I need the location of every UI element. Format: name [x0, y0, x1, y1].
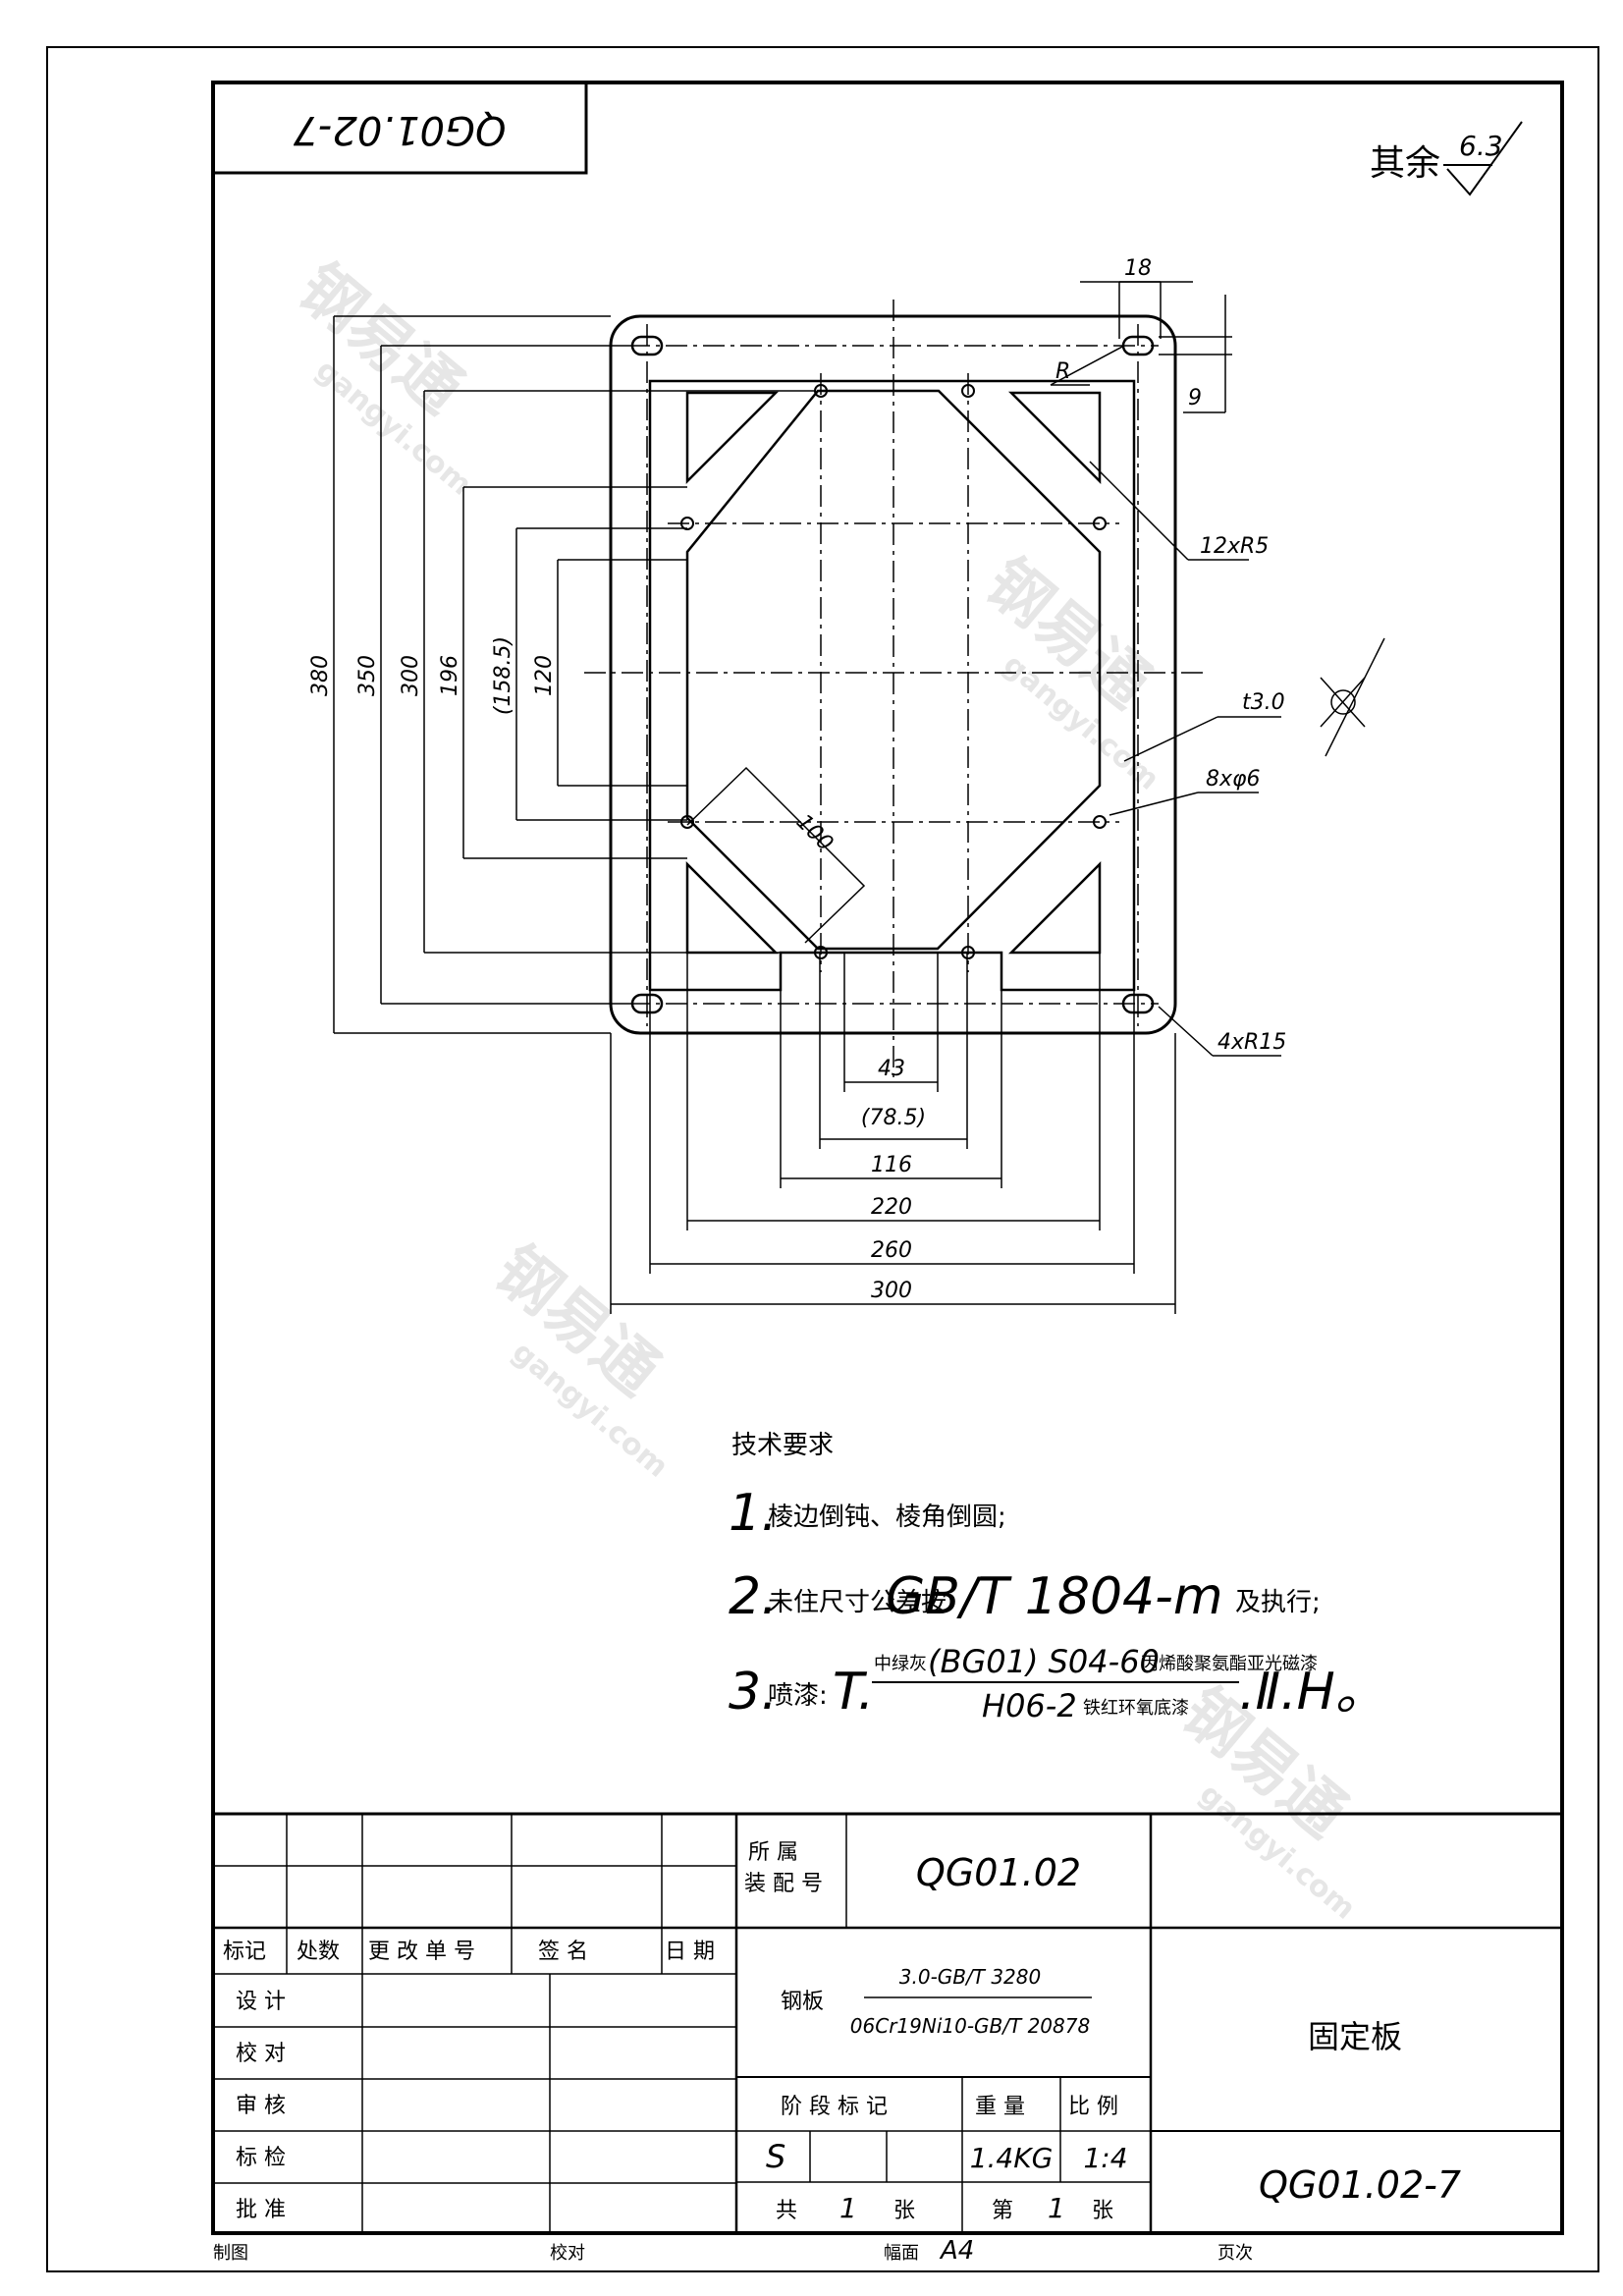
- sheet-suffix: 张: [1092, 2199, 1113, 2223]
- assembly-label-2: 装 配 号: [744, 1872, 823, 1896]
- stage-label: 阶 段 标 记: [781, 2095, 888, 2119]
- total-prefix: 共: [776, 2199, 797, 2223]
- cutout-bottom-left: [685, 860, 780, 955]
- dimension-labels: 18 R 9 12xR5 t3.0 8xφ6 4xR15 100 380 350…: [308, 256, 1286, 1303]
- tech-item3-bottom-code: H06-2: [982, 1687, 1077, 1724]
- footer-page: 页次: [1217, 2243, 1253, 2264]
- material-label: 钢板: [781, 1990, 824, 2014]
- weight-label: 重 量: [975, 2095, 1025, 2119]
- dim-100: 100: [791, 810, 838, 856]
- footer-drafter: 制图: [213, 2243, 248, 2264]
- footer: 制图 校对 幅面 A4 页次: [213, 2236, 1253, 2266]
- cutout-top-left: [685, 391, 780, 485]
- total-count: 1: [839, 2192, 857, 2224]
- dimensions: [333, 281, 1385, 1314]
- tech-item1-number: 1.: [729, 1484, 778, 1543]
- roughness-value: 6.3: [1459, 130, 1503, 162]
- dim-12xr5: 12xR5: [1200, 534, 1269, 559]
- tech-item3-top-paint: 丙烯酸聚氨酯亚光磁漆: [1141, 1654, 1318, 1674]
- cutout-bottom-right: [1007, 860, 1102, 955]
- tech-item3-number: 3.: [729, 1663, 778, 1722]
- mirrored-drawing-number: QG01.02-7: [293, 107, 506, 152]
- row-design: 设 计: [236, 1990, 286, 2014]
- tech-item3-bottom-paint: 铁红环氧底漆: [1083, 1698, 1189, 1719]
- header-count: 处数: [297, 1940, 340, 1964]
- part-name: 固定板: [1308, 2018, 1402, 2055]
- dim-8xphi6: 8xφ6: [1206, 767, 1261, 792]
- roughness-label: 其余: [1370, 143, 1440, 184]
- stage-value: S: [766, 2138, 785, 2175]
- footer-checker: 校对: [550, 2243, 585, 2264]
- weight-value: 1.4KG: [970, 2142, 1054, 2174]
- tech-item2-text-a: 未住尺寸公差按: [768, 1588, 947, 1617]
- watermark: 钢易通 gangyi.com 钢易通 gangyi.com 钢易通 gangyi…: [285, 251, 1362, 1927]
- roughness-symbol: [1443, 121, 1523, 196]
- dim-116: 116: [871, 1153, 912, 1177]
- dim-300-horizontal: 300: [871, 1279, 912, 1303]
- dim-78-5: (78.5): [861, 1106, 926, 1130]
- mirrored-number-box: QG01.02-7: [211, 81, 588, 175]
- tech-item2-standard: GB/T 1804-m: [886, 1567, 1223, 1626]
- dim-120: 120: [532, 655, 557, 696]
- title-block-text: 所 属 装 配 号 QG01.02 标记 处数 更 改 单 号 签 名 日 期 …: [223, 1840, 1461, 2224]
- cutout-top-right: [1007, 391, 1102, 485]
- dim-r: R: [1055, 359, 1070, 384]
- total-suffix: 张: [893, 2199, 915, 2223]
- dim-260: 260: [871, 1238, 912, 1263]
- inner-frame: [211, 81, 1564, 2235]
- tech-item3-top-code: (BG01) S04-60: [928, 1643, 1160, 1680]
- center-lines: [584, 300, 1208, 1080]
- dim-350: 350: [355, 655, 380, 696]
- tech-item3-t: T.: [833, 1663, 874, 1722]
- tech-item3-end: .Ⅱ.H。: [1239, 1663, 1386, 1722]
- scale-label: 比 例: [1068, 2095, 1118, 2119]
- tech-item3-top-color: 中绿灰: [874, 1654, 927, 1674]
- row-approve: 批 准: [236, 2198, 286, 2222]
- outer-frame: [46, 46, 1599, 2272]
- dim-300-vertical: 300: [399, 655, 423, 696]
- footer-format: A4: [939, 2236, 974, 2266]
- row-standard: 标 检: [236, 2146, 286, 2170]
- scale-value: 1:4: [1083, 2142, 1127, 2174]
- row-check: 校 对: [236, 2042, 286, 2066]
- sheet-number: 1: [1048, 2192, 1065, 2224]
- header-sign: 签 名: [538, 1940, 588, 1964]
- drawing-number: QG01.02-7: [1259, 2163, 1461, 2207]
- material-top: 3.0-GB/T 3280: [899, 1965, 1041, 1989]
- dim-18: 18: [1124, 256, 1152, 281]
- dim-4xr15: 4xR15: [1217, 1030, 1286, 1055]
- dim-196: 196: [438, 655, 462, 696]
- assembly-label-1: 所 属: [748, 1840, 798, 1865]
- header-change-number: 更 改 单 号: [368, 1940, 475, 1964]
- header-date: 日 期: [665, 1940, 715, 1964]
- dim-thickness: t3.0: [1242, 690, 1285, 715]
- header-mark: 标记: [223, 1940, 266, 1964]
- octagon-contour: [685, 389, 1102, 951]
- row-review: 审 核: [236, 2094, 286, 2118]
- tech-item1-text: 棱边倒钝、棱角倒圆;: [768, 1503, 1006, 1532]
- sheet-prefix: 第: [992, 2199, 1013, 2223]
- assembly-number: QG01.02: [916, 1851, 1081, 1894]
- tech-item3-label: 喷漆:: [768, 1681, 828, 1711]
- tech-item2-text-c: 及执行;: [1235, 1588, 1321, 1617]
- dim-220: 220: [871, 1195, 912, 1220]
- dim-43: 43: [878, 1057, 905, 1081]
- material-bottom: 06Cr19Ni10-GB/T 20878: [850, 2014, 1090, 2038]
- surface-roughness: 其余 6.3: [1370, 121, 1523, 196]
- tech-item2-number: 2.: [729, 1567, 778, 1626]
- technical-requirements: 技术要求 1. 棱边倒钝、棱角倒圆; 2. 未住尺寸公差按 GB/T 1804-…: [729, 1431, 1386, 1724]
- dim-9: 9: [1188, 386, 1202, 410]
- footer-format-label: 幅面: [884, 2243, 919, 2264]
- tech-title: 技术要求: [731, 1431, 834, 1460]
- dim-380: 380: [308, 655, 333, 696]
- title-block: [213, 1812, 1562, 2233]
- dim-158-5: (158.5): [491, 636, 515, 715]
